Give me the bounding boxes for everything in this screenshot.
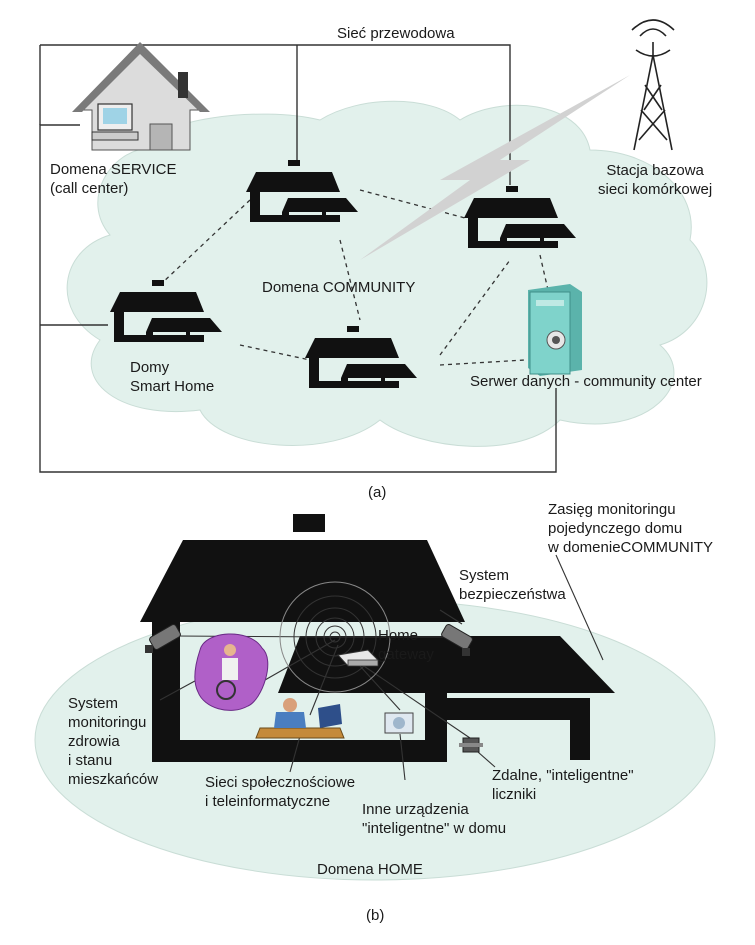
health-monitoring-person-icon [194,633,269,711]
security-camera-left-icon [145,624,181,653]
panel-b-caption: (b) [366,907,385,924]
panel-a-caption: (a) [368,484,387,501]
service-domain-label: Domena SERVICE (call center) [50,161,177,197]
social-networks-person-icon [255,698,345,739]
panel-a [39,19,708,473]
big-house-icon [140,514,615,762]
smart-meter-icon [459,737,483,753]
base-station-label: Stacja bazowa sieci komórkowej [598,162,713,198]
smart-meters-label: Zdalne, "inteligentne" liczniki [492,767,634,803]
panel-b [34,514,716,881]
smart-devices-label: Inne urządzenia "inteligentne" w domu [362,801,507,837]
health-monitoring-label: System monitoringu zdrowia i stanu miesz… [68,695,159,788]
home-domain-label: Domena HOME [317,861,423,878]
security-system-label: System bezpieczeństwa [459,567,566,603]
community-links [159,189,549,366]
smart-home-houses-label: Domy Smart Home [130,359,215,395]
data-server-icon [528,284,582,376]
wireless-link-icon [360,75,630,260]
wired-network-lines [39,44,557,473]
smart-device-icon [384,712,414,734]
data-server-label: Serwer danych - community center [470,373,702,390]
home-gateway-label: Home gateway [378,627,434,663]
community-domain-label: Domena COMMUNITY [262,279,416,296]
monitoring-range-label: Zasięg monitoringu pojedynczego domu w d… [548,501,714,556]
cell-tower-icon [631,19,675,151]
service-domain-house-icon [72,42,210,151]
wired-network-label: Sieć przewodowa [337,25,455,42]
home-gateway-icon [279,581,391,693]
social-networks-label: Sieci społecznościowe i teleinformatyczn… [205,774,356,810]
router-icon [337,649,380,667]
security-camera-right-icon [441,624,473,656]
